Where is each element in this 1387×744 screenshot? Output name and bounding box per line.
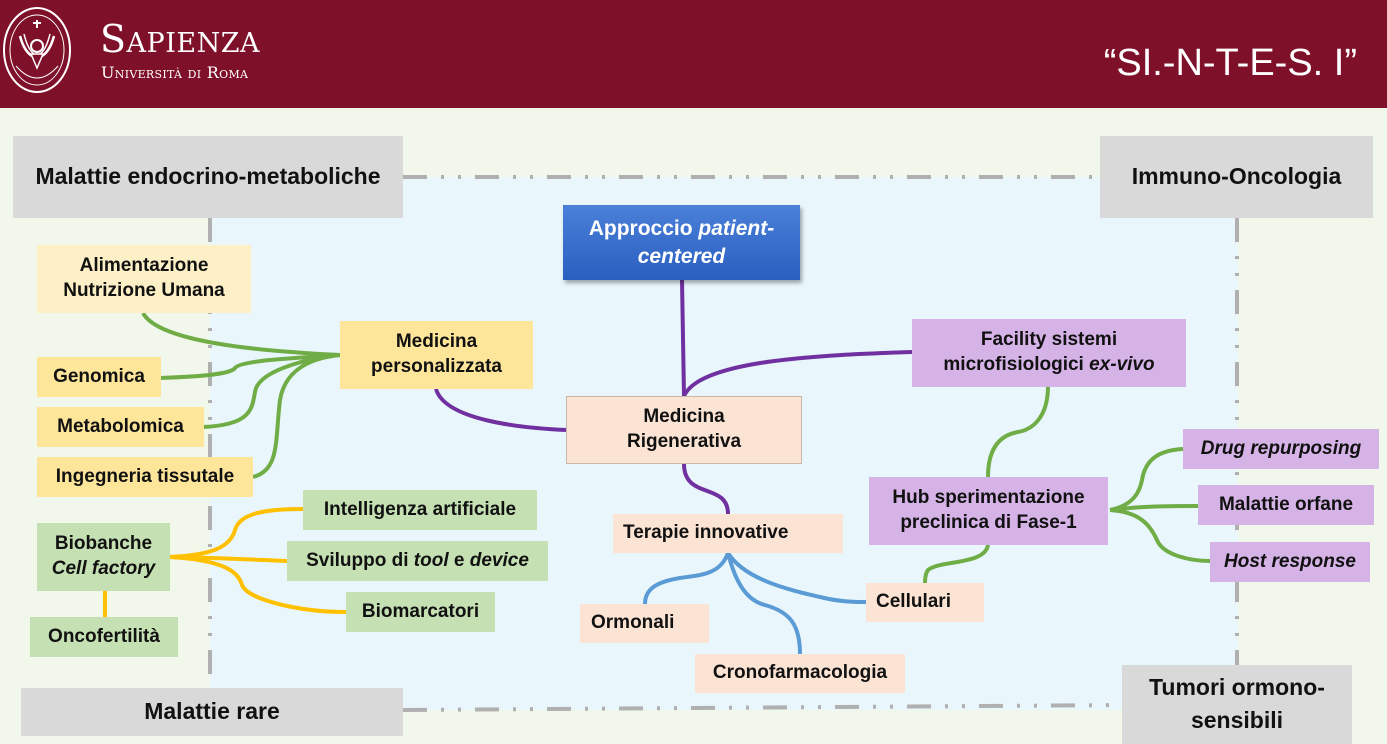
node-sviluppo-tool-device: Sviluppo di tool e device — [287, 541, 548, 581]
node-metabolomica: Metabolomica — [37, 407, 204, 447]
node-facility-italic: ex-vivo — [1089, 354, 1155, 375]
node-hub-sperimentazione: Hub sperimentazione preclinica di Fase-1 — [869, 477, 1108, 545]
node-oncofertilita: Oncofertilità — [30, 617, 178, 657]
sapienza-seal-icon — [3, 7, 71, 93]
link-genomica-personalizzata — [159, 353, 341, 380]
brand-name: Sapienza — [100, 17, 260, 61]
sviluppo-tool: tool — [413, 549, 449, 571]
node-alimentazione: Alimentazione Nutrizione Umana — [37, 245, 251, 313]
link-facility-rigenerativa — [682, 350, 913, 397]
sviluppo-pre: Sviluppo di — [306, 549, 414, 571]
node-malattie-orfane: Malattie orfane — [1198, 485, 1374, 525]
border-bottom — [402, 703, 1121, 712]
link-metabolomica-personalizzata — [202, 353, 341, 429]
node-biomarcatori: Biomarcatori — [346, 592, 495, 632]
node-genomica: Genomica — [37, 357, 161, 397]
node-biobanche-italic: Cell factory — [51, 558, 156, 579]
link-ingegneria-personalizzata — [252, 353, 341, 479]
node-ingegneria-tissutale: Ingegneria tissutale — [37, 457, 253, 497]
link-hub-host — [1109, 508, 1211, 563]
node-patient-centered: Approccio patient-centered — [563, 205, 800, 280]
node-terapie-innovative: Terapie innovative — [613, 514, 843, 553]
node-cellulari: Cellulari — [866, 583, 984, 622]
node-intelligenza-artificiale: Intelligenza artificiale — [303, 490, 537, 530]
link-alimentazione-personalizzata — [141, 311, 341, 357]
brand-subtitle: Università di Roma — [101, 63, 249, 82]
link-biobanche-intelligenza — [169, 507, 304, 559]
link-hub-cellulari — [923, 544, 990, 584]
sviluppo-mid: e — [448, 549, 470, 571]
link-biobanche-biomarcatori — [169, 555, 347, 614]
category-malattie-endocrino-metaboliche: Malattie endocrino-metaboliche — [13, 136, 403, 218]
link-hub-drug — [1109, 447, 1184, 512]
category-malattie-rare: Malattie rare — [21, 688, 403, 736]
link-terapie-ormonali — [643, 552, 730, 605]
category-tumori-ormono-sensibili: Tumori ormono-sensibili — [1122, 665, 1352, 744]
link-terapie-cronofarmacologia — [726, 552, 802, 655]
link-patient-rigenerativa — [680, 279, 686, 397]
node-cronofarmacologia: Cronofarmacologia — [695, 654, 905, 693]
link-personalizzata-rigenerativa — [434, 388, 567, 432]
header-bar: Sapienza Università di Roma “SI.-N-T-E-S… — [0, 0, 1387, 108]
node-patient-centered-italic: patient-centered — [637, 217, 775, 268]
node-host-response: Host response — [1210, 542, 1370, 582]
link-terapie-cellulari — [726, 551, 867, 604]
node-patient-centered-text: Approccio — [588, 217, 699, 241]
node-biobanche-text: Biobanche — [54, 533, 153, 555]
node-facility-text: Facility sistemi microfisiologici — [943, 329, 1118, 375]
page-title: “SI.-N-T-E-S. I” — [1103, 42, 1357, 84]
node-ormonali: Ormonali — [580, 604, 709, 643]
node-medicina-rigenerativa: Medicina Rigenerativa — [566, 396, 802, 464]
sviluppo-device: device — [469, 549, 529, 571]
node-medicina-personalizzata: Medicina personalizzata — [340, 321, 533, 389]
link-rigenerativa-terapie — [682, 463, 730, 515]
node-drug-repurposing: Drug repurposing — [1183, 429, 1379, 469]
link-facility-hub — [986, 385, 1050, 478]
node-facility: Facility sistemi microfisiologici ex-viv… — [912, 319, 1186, 387]
category-immuno-oncologia: Immuno-Oncologia — [1100, 136, 1373, 218]
